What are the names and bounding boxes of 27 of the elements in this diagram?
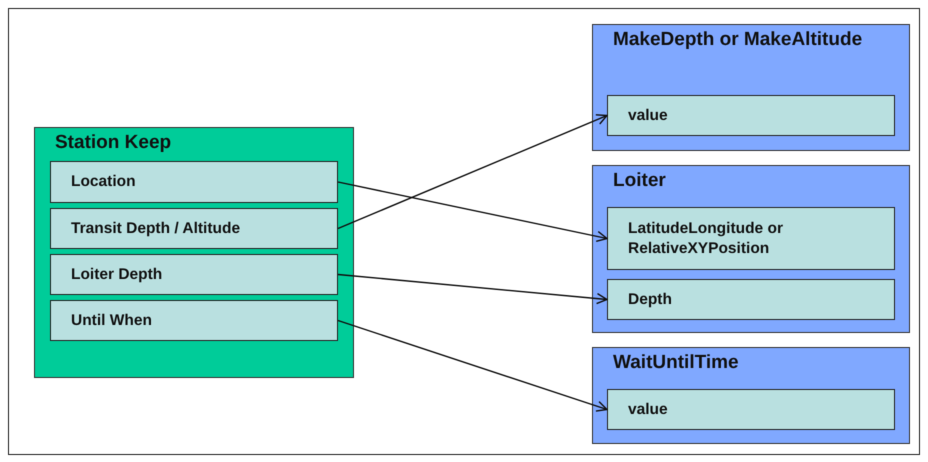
group-title: Station Keep bbox=[55, 131, 172, 154]
field-label: value bbox=[628, 106, 669, 126]
field-box bbox=[50, 300, 338, 341]
arrow bbox=[338, 320, 608, 412]
group-title: Loiter bbox=[613, 169, 667, 192]
group-title: WaitUntilTime bbox=[613, 351, 740, 374]
group-box bbox=[592, 24, 910, 151]
field-box bbox=[50, 161, 338, 203]
arrow bbox=[338, 114, 608, 230]
field-label: Depth bbox=[628, 290, 673, 310]
field-label: Transit Depth / Altitude bbox=[71, 218, 242, 238]
field-box bbox=[607, 95, 895, 136]
field-label: Until When bbox=[71, 310, 153, 330]
group-title: MakeDepth or MakeAltitude bbox=[613, 28, 864, 51]
field-box bbox=[607, 207, 895, 270]
arrow bbox=[338, 274, 608, 304]
field-box bbox=[607, 389, 895, 430]
field-box bbox=[50, 254, 338, 295]
field-box bbox=[50, 208, 338, 249]
group-box bbox=[592, 347, 910, 444]
field-label: LatitudeLongitude or RelativeXYPosition bbox=[628, 218, 784, 258]
group-box bbox=[34, 127, 354, 378]
field-label: Loiter Depth bbox=[71, 264, 164, 284]
field-label: value bbox=[628, 400, 669, 420]
field-box bbox=[607, 279, 895, 320]
field-label: Location bbox=[71, 172, 137, 192]
group-box bbox=[592, 165, 910, 333]
